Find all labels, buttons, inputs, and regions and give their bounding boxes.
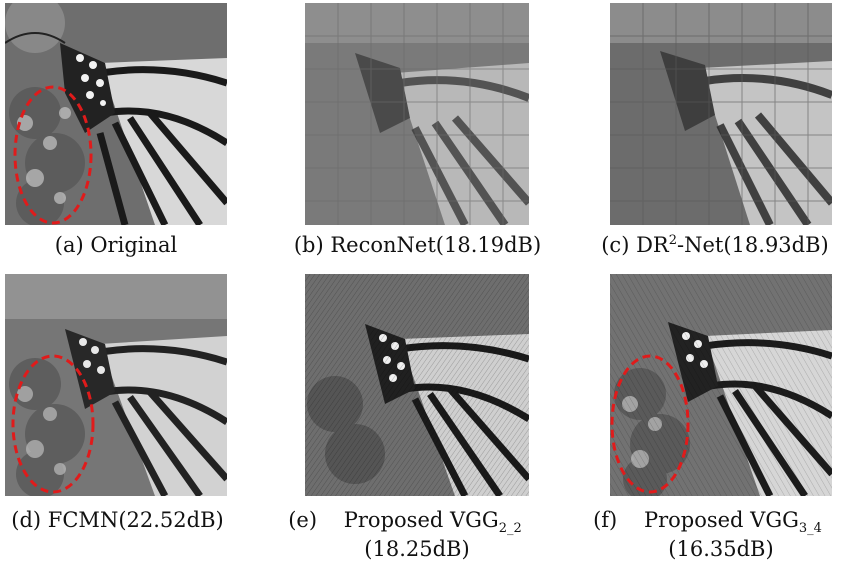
caption-d: (d) FCMN(22.52dB)	[0, 507, 235, 533]
highlight-ellipse-a	[13, 85, 93, 225]
panel-c-dr2net-image	[610, 3, 832, 225]
caption-f-label: (f)	[593, 508, 618, 532]
caption-f-name-sub: 3_4	[798, 521, 822, 537]
butterfly-image-d	[5, 274, 227, 496]
panel-f-vgg34-image	[610, 274, 832, 496]
caption-e-name: Proposed VGG	[343, 508, 499, 532]
caption-c-psnr: (18.93dB)	[723, 233, 829, 257]
butterfly-image-f	[610, 274, 832, 496]
caption-b-psnr: (18.19dB)	[435, 233, 542, 257]
caption-f-psnr: (16.35dB)	[668, 537, 774, 561]
caption-d-psnr: (22.52dB)	[118, 508, 224, 532]
caption-f: (f) Proposed VGG3_4	[575, 507, 840, 537]
caption-e-name-sub: 2_2	[498, 521, 522, 537]
caption-f-name: Proposed VGG	[643, 508, 799, 532]
highlight-ellipse-d	[11, 354, 95, 494]
caption-d-label: (d)	[11, 508, 42, 532]
caption-c: (c) DR2-Net(18.93dB)	[590, 232, 840, 258]
caption-c-name-pre: DR	[636, 233, 669, 257]
caption-e-psnr-line: (18.25dB)	[305, 536, 529, 562]
caption-e: (e) Proposed VGG2_2	[270, 507, 540, 537]
panel-e-vgg22-image	[305, 274, 529, 496]
caption-a: (a) Original	[5, 232, 227, 258]
caption-c-name-sup: 2	[668, 233, 678, 248]
butterfly-image-b	[305, 3, 529, 225]
panel-d-fcmn-image	[5, 274, 227, 496]
panel-b-reconnet-image	[305, 3, 529, 225]
caption-b-label: (b)	[293, 233, 324, 257]
butterfly-image-c	[610, 3, 832, 225]
caption-a-label: (a)	[54, 233, 84, 257]
caption-d-name: FCMN	[47, 508, 119, 532]
caption-a-name: Original	[90, 233, 178, 257]
highlight-ellipse-f	[610, 354, 690, 494]
caption-b-name: ReconNet	[330, 233, 436, 257]
caption-f-psnr-line: (16.35dB)	[610, 536, 832, 562]
caption-c-label: (c)	[601, 233, 630, 257]
butterfly-image-e	[305, 274, 529, 496]
caption-c-name-post: -Net	[677, 233, 724, 257]
caption-b: (b) ReconNet(18.19dB)	[290, 232, 545, 258]
panel-a-original-image	[5, 3, 227, 225]
caption-e-label: (e)	[288, 508, 318, 532]
caption-e-psnr: (18.25dB)	[364, 537, 470, 561]
butterfly-image-a	[5, 3, 227, 225]
